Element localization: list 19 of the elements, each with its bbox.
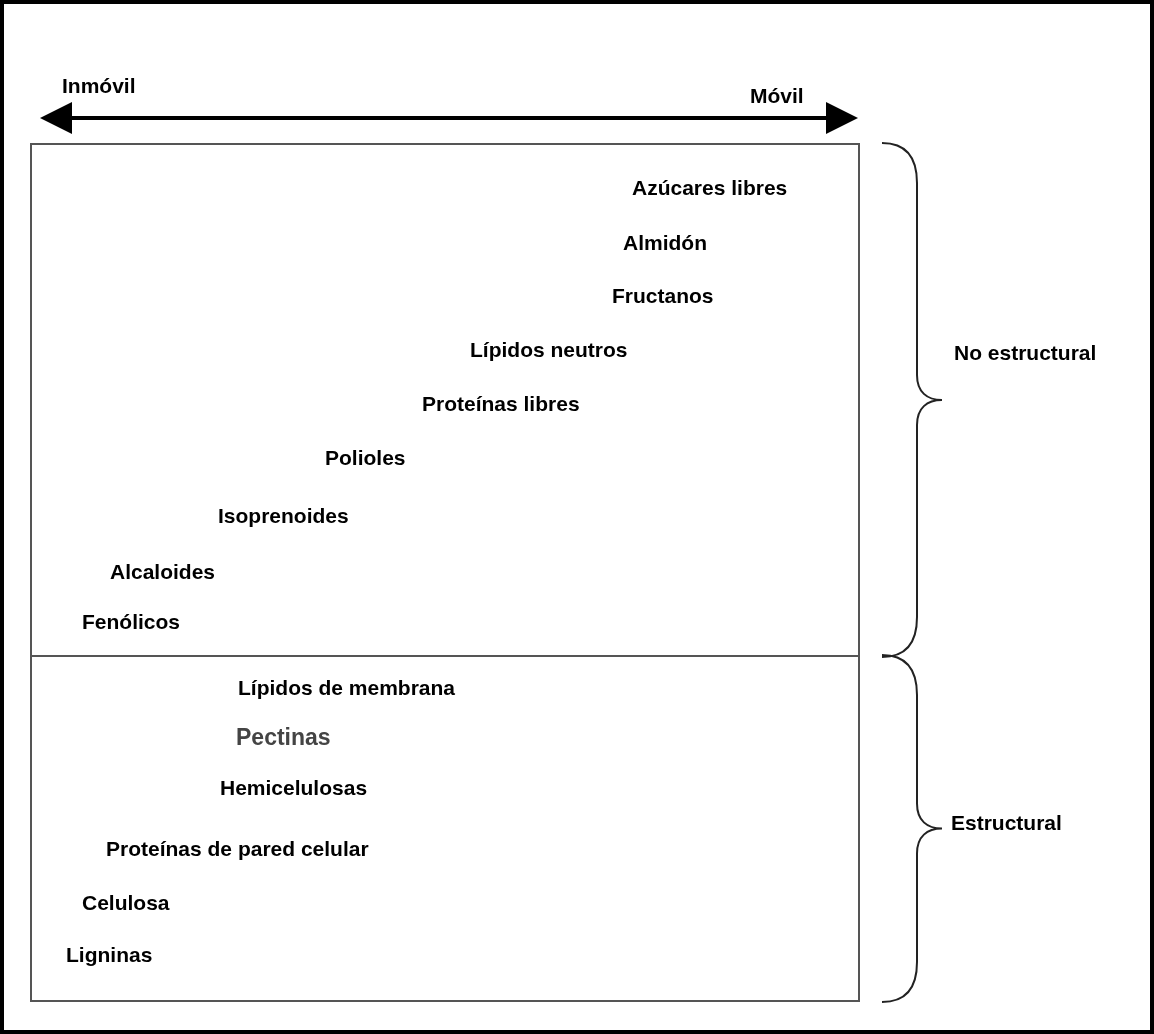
compound-class-label: Fenólicos	[82, 610, 181, 635]
compound-class-label: Proteínas libres	[422, 392, 580, 417]
compound-class-label: Almidón	[623, 231, 707, 256]
compound-class-label: Lípidos de membrana	[238, 676, 456, 701]
category-label: Estructural	[951, 811, 1063, 836]
axis-label: Inmóvil	[62, 74, 136, 99]
compound-class-label: Pectinas	[236, 724, 331, 751]
compound-class-label: Polioles	[325, 446, 406, 471]
compound-class-label: Hemicelulosas	[220, 776, 368, 801]
category-label: No estructural	[954, 341, 1098, 366]
compound-class-label: Ligninas	[66, 943, 153, 968]
compound-class-label: Lípidos neutros	[470, 338, 628, 363]
axis-label: Móvil	[750, 84, 804, 109]
compound-class-label: Alcaloides	[110, 560, 216, 585]
compound-class-label: Fructanos	[612, 284, 714, 309]
compound-class-label: Celulosa	[82, 891, 170, 916]
compound-class-label: Isoprenoides	[218, 504, 349, 529]
compound-class-label: Azúcares libres	[632, 176, 788, 201]
compound-class-label: Proteínas de pared celular	[106, 837, 369, 862]
